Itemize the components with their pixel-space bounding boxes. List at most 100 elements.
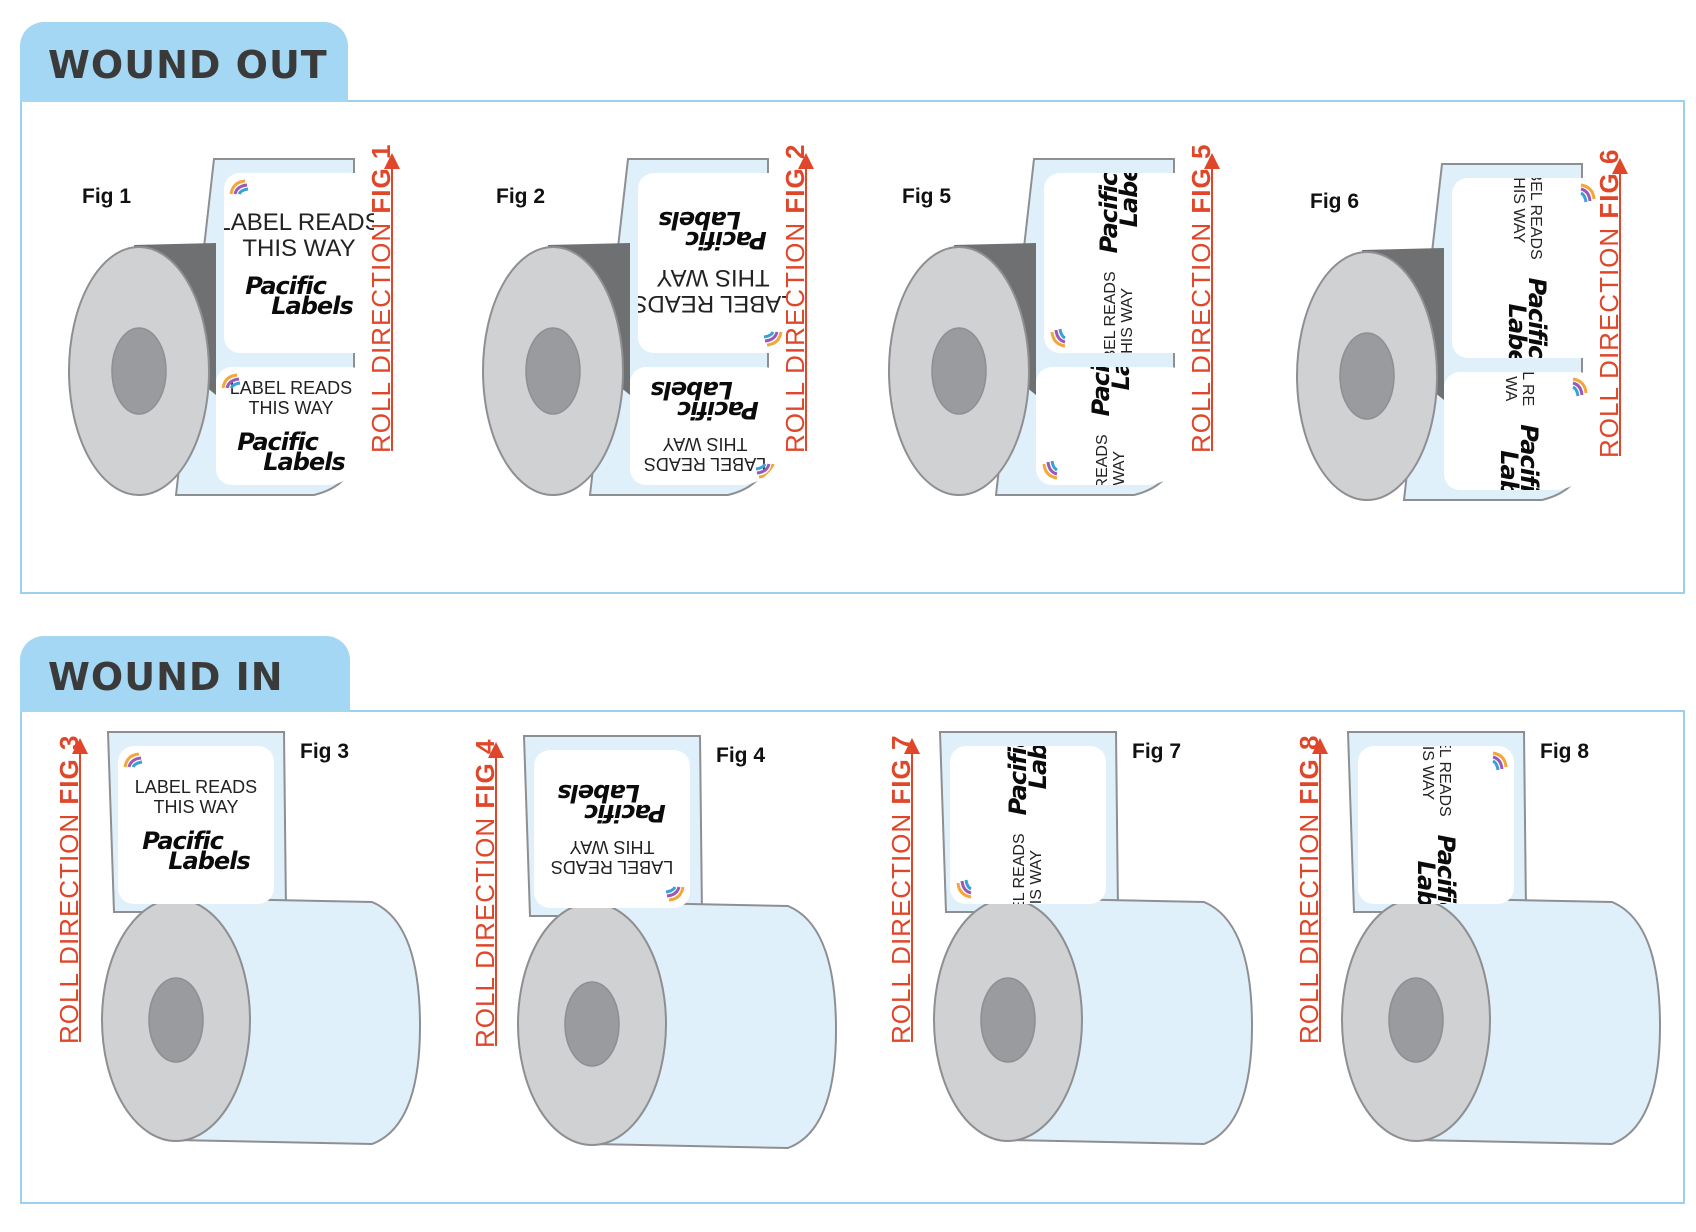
label-reads-line: LABEL READS [1527,178,1545,260]
roll-direction-arrow-icon [1612,158,1628,456]
roll-direction-prefix: ROLL DIRECTION [780,213,810,453]
roll-direction-indicator: ROLL DIRECTION FIG 3 [50,735,90,1044]
roll-direction-indicator: ROLL DIRECTION FIG 7 [882,735,922,1044]
label-reads-line: LABEL READS [1436,746,1454,817]
label-reads-line: THIS WAY [1119,287,1136,353]
roll-direction-arrow-icon [384,153,400,451]
pacific-labels-logo-icon [1580,183,1596,203]
roll-direction-arrow-icon [1312,738,1328,1042]
roll-direction-indicator: ROLL DIRECTION FIG 2 [776,144,816,453]
pacific-labels-logo-icon [763,331,783,347]
logo-word: Pacific [245,271,327,300]
logo-word: Labels [263,448,345,477]
label-reads-line: LABEL READS [229,378,353,399]
label-reads-line: LABEL READS [550,856,674,877]
roll-direction-indicator: ROLL DIRECTION FIG 6 [1590,149,1630,458]
label-reads-line: THIS WAY [1419,746,1436,801]
label-reads-line: THIS WAY [656,264,770,292]
pacific-labels-logo-icon [221,373,241,389]
roll-direction-label: ROLL DIRECTION FIG 8 [1294,735,1325,1044]
label-reads-line: THIS WAY [1111,434,1128,485]
roll-direction-prefix: ROLL DIRECTION [1594,218,1624,458]
roll-direction-fig: FIG 2 [780,143,810,214]
roll-direction-prefix: ROLL DIRECTION [366,213,396,453]
roll-direction-prefix: ROLL DIRECTION [1294,804,1324,1044]
figure-label: Fig 7 [1132,740,1182,763]
figure-label: Fig 4 [716,744,766,767]
pacific-labels-logo-icon [229,179,249,195]
pacific-labels-logo-icon [1050,328,1066,348]
roll-direction-arrow-icon [488,742,504,1046]
roll-direction-indicator: ROLL DIRECTION FIG 5 [1182,144,1222,453]
label-reads-line: THIS WAY [662,434,748,455]
logo-word: Labels [271,291,353,320]
logo-word: Pacific [142,827,224,856]
pacific-labels-logo-icon [956,879,972,899]
roll-direction-fig: FIG 6 [1594,148,1624,219]
label-reads-text: LABEL RETHIS WA [1502,372,1536,406]
roll-direction-fig: FIG 4 [470,738,500,809]
label-reads-line: THIS WAY [248,397,334,418]
figure-label: Fig 3 [300,740,350,763]
roll-direction-prefix: ROLL DIRECTION [54,804,84,1044]
label-reads-line: THIS WAY [153,796,239,817]
logo-word: Pacific [237,428,319,457]
pacific-labels-logo-icon [1042,460,1058,480]
section-title: WOUND OUT [20,22,348,102]
roll-direction-label: ROLL DIRECTION FIG 2 [780,144,811,453]
roll-direction-prefix: ROLL DIRECTION [470,808,500,1048]
roll-direction-label: ROLL DIRECTION FIG 3 [54,735,85,1044]
section-title: WOUND IN [20,636,350,712]
roll-direction-label: ROLL DIRECTION FIG 7 [886,735,917,1044]
roll-direction-prefix: ROLL DIRECTION [1186,213,1216,453]
label-reads-line: LABEL READS [224,208,374,236]
roll-direction-indicator: ROLL DIRECTION FIG 8 [1290,735,1330,1044]
